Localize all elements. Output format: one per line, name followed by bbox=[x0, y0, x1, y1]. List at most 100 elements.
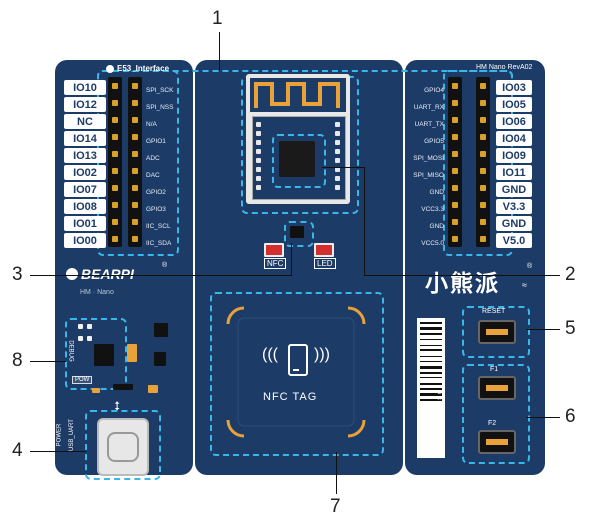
f1-button[interactable] bbox=[478, 376, 516, 400]
module-pad bbox=[256, 122, 261, 127]
header-pin bbox=[112, 236, 118, 242]
header-pin bbox=[480, 202, 486, 208]
smd-component bbox=[148, 385, 158, 393]
module-pads bbox=[254, 118, 342, 196]
right-header-outer bbox=[476, 77, 490, 247]
pin-label: IO08 bbox=[64, 199, 106, 214]
pin-label: IO06 bbox=[496, 114, 532, 129]
pin-label: NC bbox=[64, 114, 106, 129]
signal-label: SPI_MISO bbox=[413, 172, 444, 179]
module-pad bbox=[256, 176, 261, 181]
module-pad bbox=[335, 176, 340, 181]
barcode-bar bbox=[420, 327, 442, 330]
led-area-outline bbox=[284, 221, 314, 247]
left-board bbox=[55, 60, 193, 475]
module-pad bbox=[256, 140, 261, 145]
module-pad bbox=[335, 158, 340, 163]
header-pin bbox=[480, 168, 486, 174]
antenna-trace-icon bbox=[254, 82, 340, 108]
header-pin bbox=[132, 202, 138, 208]
function-buttons-outline bbox=[462, 364, 530, 464]
module-pad bbox=[335, 185, 340, 190]
callout-line-1 bbox=[219, 32, 220, 70]
barcode-bar bbox=[420, 322, 442, 324]
nfc-antenna bbox=[220, 300, 372, 444]
phone-icon bbox=[288, 344, 308, 376]
smd-component bbox=[87, 324, 92, 329]
header-pin bbox=[112, 202, 118, 208]
pin-label: IO07 bbox=[64, 182, 106, 197]
header-pin bbox=[480, 83, 486, 89]
usb-icon: ⭥ bbox=[114, 399, 121, 413]
usb-connector bbox=[97, 418, 149, 476]
signal-label: GPIO1 bbox=[146, 138, 166, 145]
signal-label: UART_TX bbox=[414, 121, 445, 128]
registered-mark: ® bbox=[162, 262, 168, 269]
status-led bbox=[314, 243, 334, 257]
header-pin bbox=[112, 219, 118, 225]
wifi-signal-icon: ))) bbox=[314, 346, 330, 363]
right-interface-outline bbox=[443, 70, 513, 256]
module-pad bbox=[335, 167, 340, 172]
signal-label: ADC bbox=[146, 155, 160, 162]
barcode-bar bbox=[420, 366, 442, 369]
callout-7: 7 bbox=[330, 496, 341, 517]
header-pin bbox=[132, 83, 138, 89]
callout-8: 8 bbox=[12, 350, 23, 371]
module-pad bbox=[256, 158, 261, 163]
module-pad bbox=[335, 122, 340, 127]
debug-label: DEBUG bbox=[67, 340, 74, 362]
signal-label: VCC3.3 bbox=[421, 206, 444, 213]
header-pin bbox=[112, 151, 118, 157]
module-pad bbox=[256, 167, 261, 172]
header-pin bbox=[132, 151, 138, 157]
pin-label: IO13 bbox=[64, 148, 106, 163]
signal-label: SPI_SCK bbox=[146, 87, 174, 94]
barcode-bar bbox=[420, 356, 442, 357]
barcode bbox=[417, 318, 445, 458]
header-pin bbox=[452, 168, 458, 174]
callout-line-2b bbox=[322, 167, 364, 168]
header-pin bbox=[112, 100, 118, 106]
barcode-bar bbox=[420, 372, 442, 374]
callout-4: 4 bbox=[12, 440, 23, 461]
callout-5: 5 bbox=[565, 318, 576, 339]
pin-label: IO14 bbox=[64, 131, 106, 146]
header-pin bbox=[480, 236, 486, 242]
signal-label: IIC_SDA bbox=[146, 240, 172, 247]
pin-label: GND bbox=[496, 216, 532, 231]
nfc-led-label: NFC bbox=[264, 258, 287, 269]
header-pin bbox=[112, 134, 118, 140]
signal-label: GND bbox=[429, 189, 444, 196]
pin-label: IO03 bbox=[496, 80, 532, 95]
header-pin bbox=[452, 185, 458, 191]
signal-label: GND bbox=[429, 223, 444, 230]
signal-label: SPI_MOSI bbox=[413, 155, 444, 162]
signal-label: DAC bbox=[146, 172, 160, 179]
pin-label: IO00 bbox=[64, 233, 106, 248]
signal-label: GPIO2 bbox=[146, 189, 166, 196]
barcode-bar bbox=[420, 349, 442, 351]
callout-line-5 bbox=[526, 329, 560, 330]
header-pin bbox=[452, 236, 458, 242]
led-label: LED bbox=[314, 258, 336, 269]
reset-button[interactable] bbox=[478, 320, 516, 344]
barcode-bar bbox=[420, 339, 442, 340]
smd-component bbox=[78, 336, 83, 341]
module-pad bbox=[335, 140, 340, 145]
usb-uart-label: USB_UART bbox=[68, 419, 75, 451]
f2-button[interactable] bbox=[478, 430, 516, 454]
smd-component bbox=[127, 344, 137, 362]
module-pad bbox=[335, 131, 340, 136]
signal-label: N/A bbox=[146, 121, 157, 128]
pin-label: IO12 bbox=[64, 97, 106, 112]
signal-label: SPI_NSS bbox=[146, 104, 174, 111]
signal-label: GPIO5 bbox=[424, 138, 444, 145]
pin-label: IO10 bbox=[64, 80, 106, 95]
barcode-bar bbox=[420, 333, 442, 335]
power-label: POWER bbox=[56, 423, 63, 447]
pin-label: IO09 bbox=[496, 148, 532, 163]
pin-label: IO04 bbox=[496, 131, 532, 146]
signal-label: GPIO3 bbox=[146, 206, 166, 213]
pow-label: POW bbox=[72, 376, 93, 384]
